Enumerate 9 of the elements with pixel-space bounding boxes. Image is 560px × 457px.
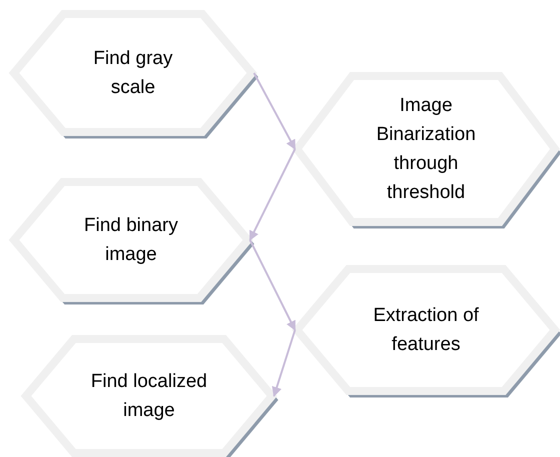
arrow <box>272 330 296 397</box>
node-label: Find binary image <box>83 214 179 267</box>
node-label: Find gray scale <box>92 47 174 100</box>
node-label: Image Binarization through threshold <box>375 94 477 205</box>
node-label: Extraction of features <box>372 304 480 357</box>
arrow <box>253 72 296 150</box>
node-label: Find localized image <box>90 370 208 423</box>
arrow <box>249 240 296 331</box>
arrow <box>249 148 296 241</box>
